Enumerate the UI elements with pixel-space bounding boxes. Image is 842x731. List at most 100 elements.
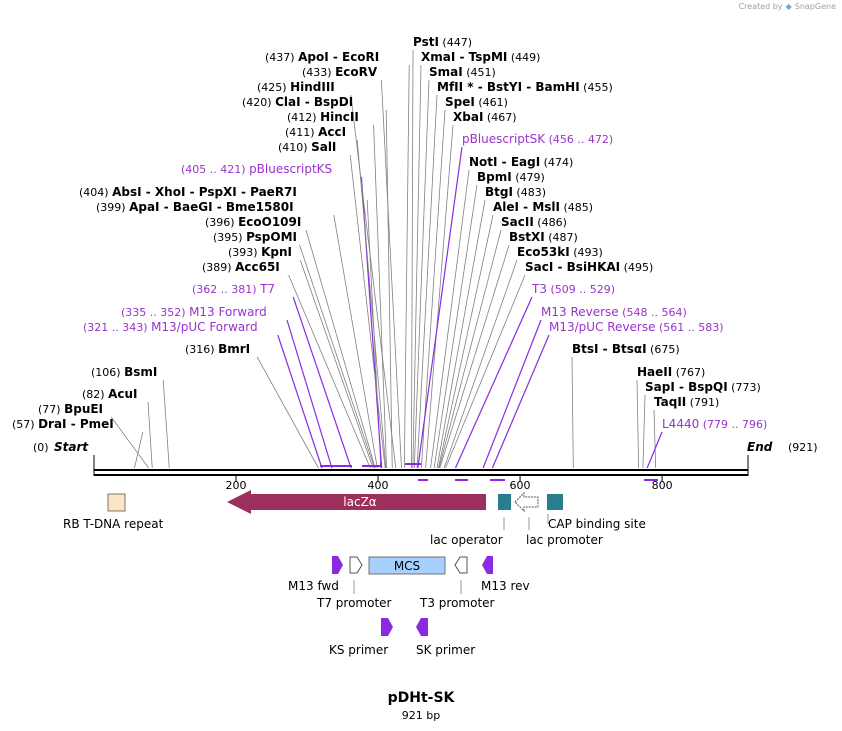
start-label: Start [54,440,89,454]
restriction-site-label[interactable]: (395) PspOMI [213,230,297,244]
restriction-site-label[interactable]: (437) ApoI - EcoRI [265,50,379,64]
feature-cap-site: CAP binding site [547,494,646,531]
site-position: (493) [570,246,603,259]
feature-ks-primer: KS primer [329,618,393,657]
restriction-site-label[interactable]: XbaI (467) [453,110,516,124]
restriction-site-label[interactable]: AleI - MslI (485) [493,200,593,214]
restriction-site-label[interactable]: (77) BpuEI [38,402,103,416]
restriction-site-label[interactable]: SapI - BspQI (773) [645,380,761,394]
restriction-site-label[interactable]: (425) HindIII [257,80,335,94]
primer-site-label[interactable]: M13/pUC Reverse (561 .. 583) [549,320,724,334]
site-connector-line [646,431,663,469]
cap-site-box [547,494,563,510]
primer-site-label[interactable]: pBluescriptSK (456 .. 472) [462,132,613,146]
ruler-tick-label: 800 [652,479,673,492]
restriction-site-label[interactable]: BtgI (483) [485,185,546,199]
site-position: (321 .. 343) [83,321,151,334]
primer-site-label[interactable]: T3 (509 .. 529) [531,282,615,296]
restriction-site-label[interactable]: BtsI - BtsαI (675) [572,342,680,356]
site-name: pBluescriptKS [249,162,332,176]
plasmid-size: 921 bp [401,709,441,722]
primer-site-label[interactable]: (405 .. 421) pBluescriptKS [181,162,332,176]
restriction-site-label[interactable]: (393) KpnI [228,245,292,259]
restriction-site-label[interactable]: HaeII (767) [637,365,705,379]
restriction-site-label[interactable]: (389) Acc65I [202,260,280,274]
site-connector-line [286,319,333,469]
primer-site-label[interactable]: (362 .. 381) T7 [192,282,275,296]
m13-rev-label: M13 rev [481,579,530,593]
restriction-site-label[interactable]: (412) HincII [287,110,359,124]
site-connector-line [433,184,478,469]
restriction-site-label[interactable]: (420) ClaI - BspDI [242,95,353,109]
site-name: MfII * - BstYI - BamHI [437,80,580,94]
t7-promoter-arrow [349,556,363,574]
restriction-site-label[interactable]: (410) SalI [278,140,336,154]
enzyme-label-text: BtsI - BtsαI (675) [572,342,680,356]
site-position: (495) [620,261,653,274]
site-position: (57) [12,418,38,431]
site-name: BtsI - BtsαI [572,342,647,356]
restriction-site-label[interactable]: (57) DraI - PmeI [12,417,114,431]
restriction-site-label[interactable]: (404) AbsI - XhoI - PspXI - PaeR7I [79,185,297,199]
restriction-site-label[interactable]: TaqII (791) [654,395,719,409]
primer-segments [320,462,658,481]
restriction-site-label[interactable]: SacII (486) [501,215,567,229]
site-connector-line [417,146,463,469]
primer-site-label[interactable]: (335 .. 352) M13 Forward [121,305,267,319]
site-connector-line [349,154,386,469]
restriction-site-label[interactable]: SacI - BsiHKAI (495) [525,260,653,274]
primer-site-label[interactable]: M13 Reverse (548 .. 564) [541,305,687,319]
restriction-site-label[interactable]: NotI - EagI (474) [469,155,573,169]
enzyme-label-text: (395) PspOMI [213,230,297,244]
site-connector-line [299,259,374,469]
enzyme-label-text: (393) KpnI [228,245,292,259]
restriction-site-label[interactable]: SmaI (451) [429,65,496,79]
primer-label-text: (335 .. 352) M13 Forward [121,305,267,319]
restriction-site-label[interactable]: PstI (447) [413,35,472,49]
mcs-box [368,556,446,575]
restriction-site-label[interactable]: (106) BsmI [91,365,157,379]
restriction-site-label[interactable]: (82) AcuI [82,387,138,401]
site-connector-line [411,49,414,469]
restriction-site-label[interactable]: (399) ApaI - BaeGI - Bme1580I [96,200,294,214]
restriction-site-label[interactable]: SpeI (461) [445,95,508,109]
site-position: (449) [507,51,540,64]
enzyme-label-text: BtgI (483) [485,185,546,199]
restriction-site-label[interactable]: (316) BmrI [185,342,250,356]
site-name: M13 Forward [189,305,267,319]
site-connector-line [571,356,574,469]
site-connector-line [412,64,422,469]
site-name: HaeII [637,365,672,379]
feature-t3-promoter: T3 promoter [419,556,495,610]
feature-t7-promoter: T7 promoter [316,556,392,610]
feature-sk-primer: SK primer [416,618,475,657]
enzyme-label-text: (106) BsmI [91,365,157,379]
restriction-site-label[interactable]: BstXI (487) [509,230,578,244]
restriction-site-label[interactable]: (411) AccI [285,125,346,139]
enzyme-label-text: (399) ApaI - BaeGI - Bme1580I [96,200,294,214]
site-name: BsmI [124,365,157,379]
site-connector-line [636,379,640,469]
site-connector-line [425,124,454,469]
site-position: (487) [545,231,578,244]
restriction-site-label[interactable]: (396) EcoO109I [205,215,301,229]
primer-label-text: pBluescriptSK (456 .. 472) [462,132,613,146]
restriction-site-label[interactable]: MfII * - BstYI - BamHI (455) [437,80,613,94]
site-connector-line [277,334,323,469]
ks-primer-label: KS primer [329,643,388,657]
site-connector-line [333,214,378,469]
site-name: BtgI [485,185,513,199]
primer-site-label[interactable]: (321 .. 343) M13/pUC Forward [83,320,258,334]
site-name: XmaI - TspMI [421,50,507,64]
restriction-site-label[interactable]: (433) EcoRV [302,65,378,79]
site-connector-line [416,94,438,469]
site-connector-line [256,356,319,469]
primer-site-label[interactable]: L4440 (779 .. 796) [662,417,767,431]
restriction-site-label[interactable]: BpmI (479) [477,170,545,184]
feature-lac-operator: lac operator [430,494,511,547]
restriction-site-label[interactable]: XmaI - TspMI (449) [421,50,540,64]
restriction-site-label[interactable]: Eco53kI (493) [517,245,603,259]
feature-lacz: lacZα [227,490,486,514]
enzyme-label-text: SapI - BspQI (773) [645,380,761,394]
site-connector-line [445,274,526,469]
